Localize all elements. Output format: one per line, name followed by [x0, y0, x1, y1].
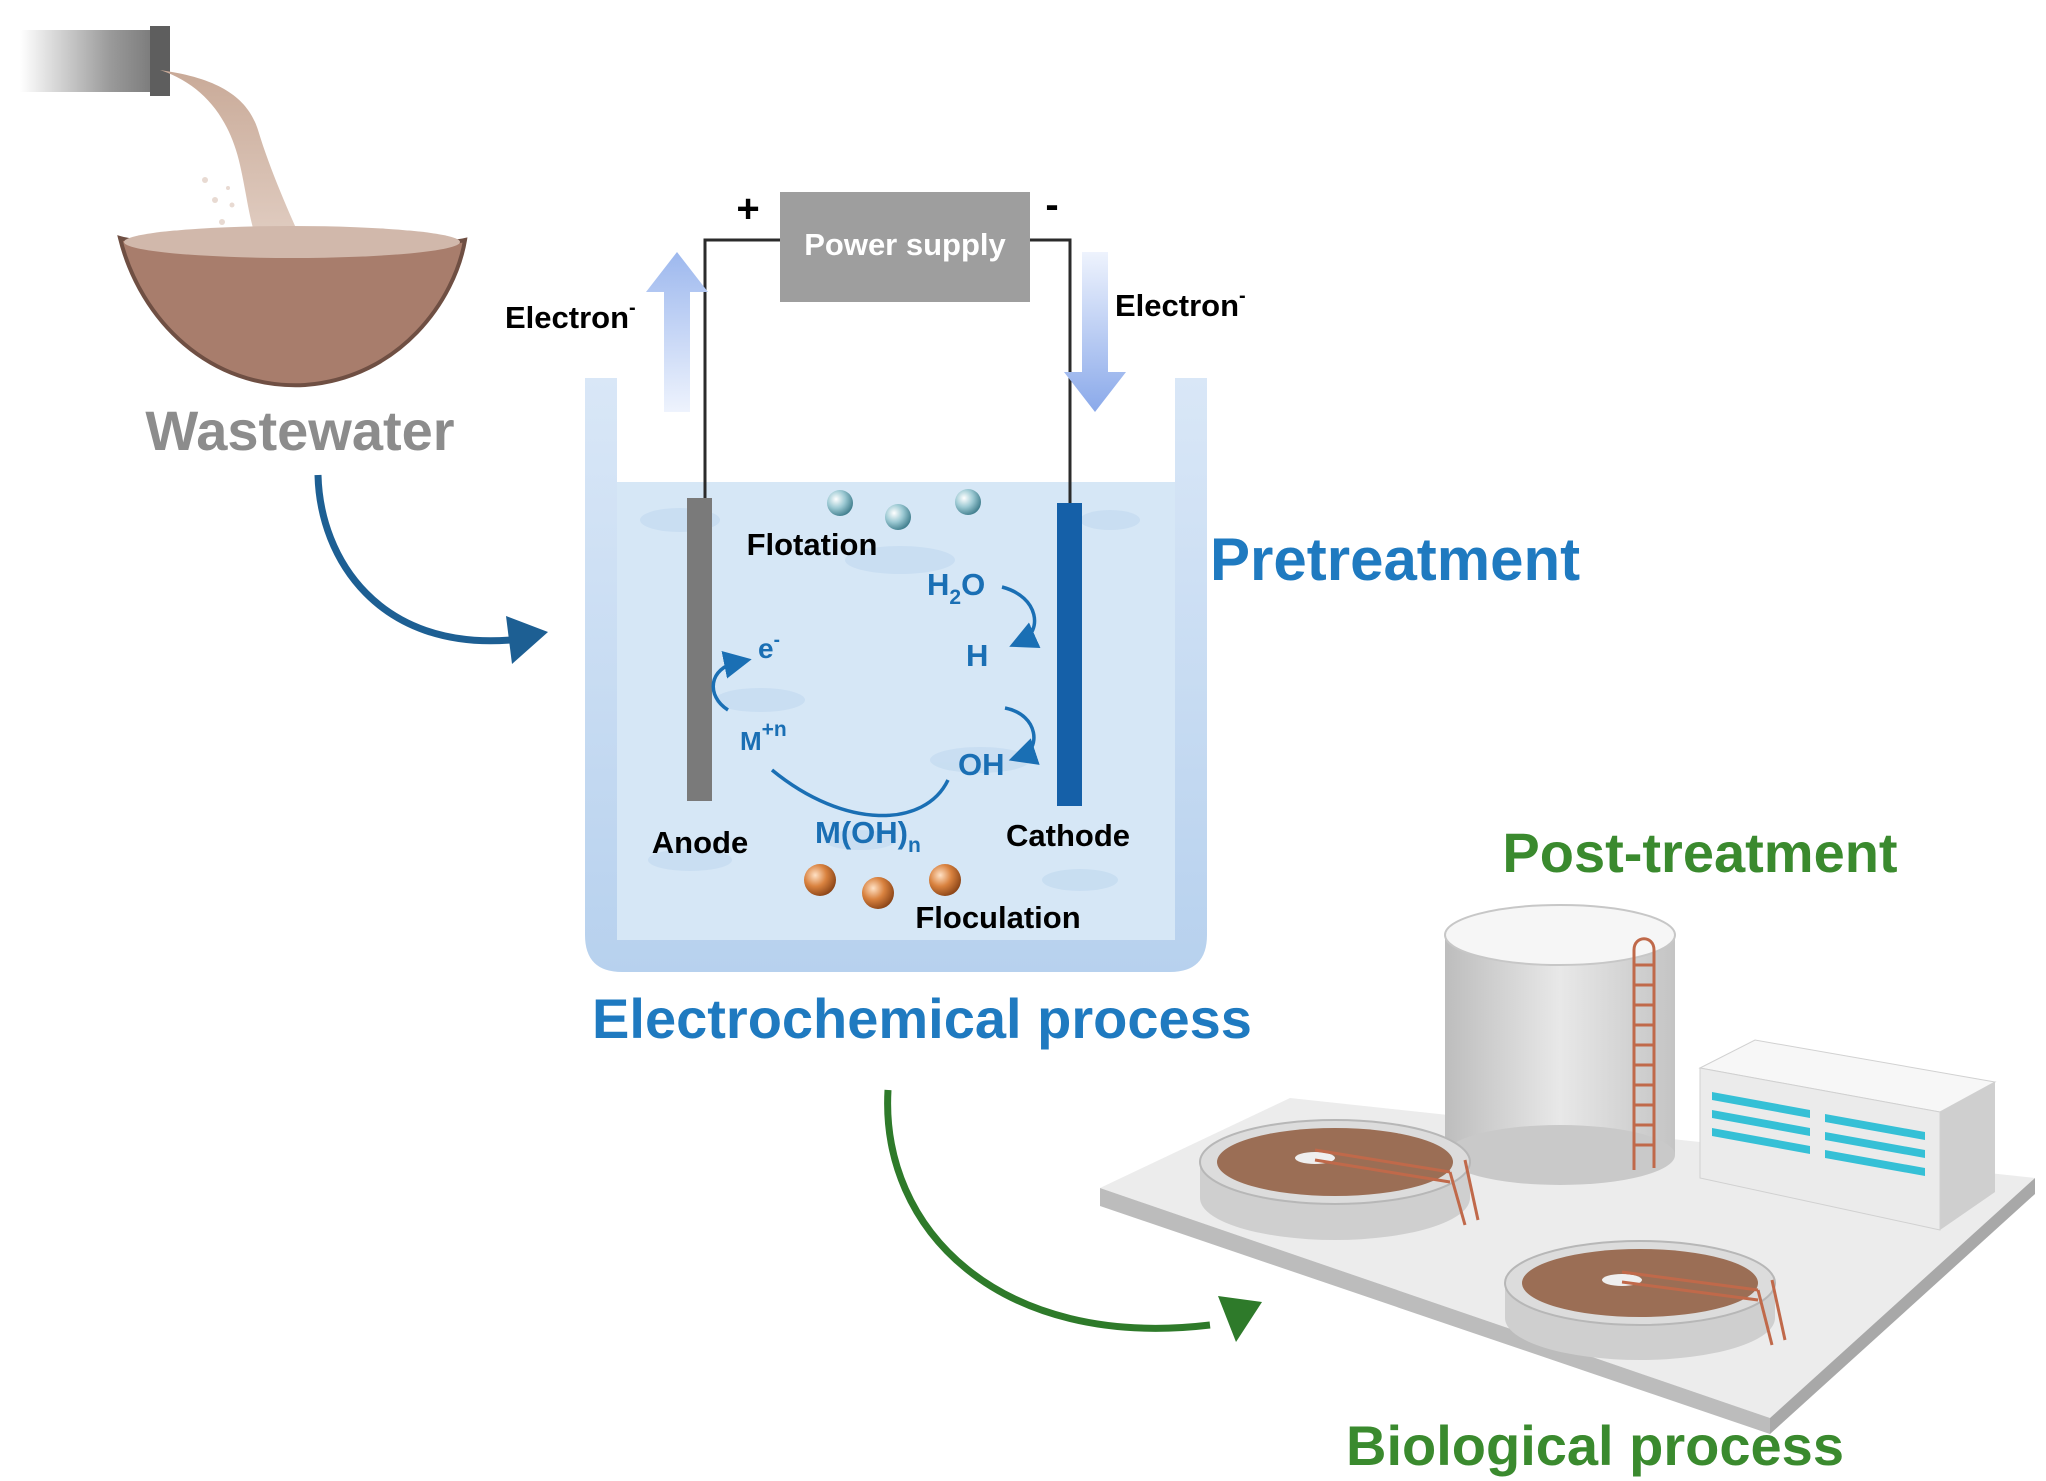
flow-arrow-to-plant — [884, 1089, 1211, 1332]
water-molecule-label: H2O — [927, 567, 985, 609]
building-windows — [1712, 1092, 1925, 1176]
basin-water-surface — [124, 226, 460, 258]
electron-flow-up-arrow — [646, 252, 708, 412]
floc-particle — [804, 864, 836, 896]
water-splash-drops — [202, 177, 235, 235]
electrochemical-cell: Power supply + - Electron- Electron- Flo… — [505, 183, 1246, 972]
post-treatment-label: Post-treatment — [1502, 821, 1897, 884]
flow-arrow-to-tank-head — [506, 616, 548, 664]
negative-terminal-sign: - — [1045, 183, 1058, 227]
floculation-label: Floculation — [915, 900, 1080, 935]
cathode-label: Cathode — [1006, 818, 1130, 853]
floc-particle — [862, 877, 894, 909]
bubble — [885, 504, 911, 530]
pretreatment-label: Pretreatment — [1210, 526, 1580, 593]
outlet-pipe — [20, 30, 170, 92]
flotation-bubbles — [827, 489, 981, 530]
anode-electrode — [687, 498, 712, 801]
cathode-wire — [1030, 238, 1072, 505]
electron-flow-down-arrow — [1064, 252, 1126, 412]
metal-hydroxide-label: M(OH)n — [815, 815, 921, 857]
bubble — [827, 490, 853, 516]
complex-formation-arc — [770, 768, 950, 818]
power-supply-box — [780, 192, 1030, 302]
clarifier-2-bridge — [1621, 1270, 1787, 1346]
floculation-particles — [804, 864, 961, 909]
clarifier-tank-1 — [1199, 1119, 1480, 1240]
plant-base-side-right — [1770, 1178, 2035, 1434]
flotation-label: Flotation — [747, 527, 878, 562]
hydrogen-label: H — [966, 638, 988, 673]
metal-ion-release-arrow — [711, 651, 752, 712]
power-supply-label: Power supply — [804, 227, 1006, 262]
wastewater-label: Wastewater — [145, 399, 454, 462]
wastewater-illustration: Wastewater — [20, 26, 548, 664]
to-hydroxide-arrow — [1004, 706, 1040, 765]
hydroxide-label: OH — [958, 747, 1005, 782]
cathode-electrode — [1057, 503, 1082, 806]
collection-basin — [117, 235, 468, 388]
clarifier-tank-2 — [1504, 1240, 1787, 1360]
anode-label: Anode — [652, 825, 748, 860]
electrochemical-process-label: Electrochemical process — [592, 987, 1252, 1050]
positive-terminal-sign: + — [736, 187, 759, 231]
pipe-rim — [150, 26, 170, 96]
anode-wire — [703, 238, 780, 500]
bubble — [955, 489, 981, 515]
electron-right-label: Electron- — [1115, 285, 1246, 323]
control-building — [1698, 1039, 1997, 1231]
electron-left-label: Electron- — [505, 297, 636, 335]
tank-ladder — [1632, 937, 1656, 1170]
plant-base-side-left — [1100, 1188, 1770, 1434]
biological-process-label: Biological process — [1346, 1414, 1844, 1477]
flow-arrow-to-tank — [314, 474, 511, 645]
metal-ion-label: M+n — [740, 718, 787, 756]
pouring-stream — [160, 70, 305, 250]
electron-symbol-label: e- — [758, 630, 780, 664]
clarifier-1-bridge — [1314, 1148, 1480, 1226]
water-to-hydrogen-arrow — [1001, 585, 1041, 648]
floc-particle — [929, 864, 961, 896]
storage-tank — [1444, 904, 1676, 1185]
flow-arrow-to-plant-head — [1218, 1296, 1262, 1342]
treatment-plant-illustration — [1100, 904, 2035, 1434]
